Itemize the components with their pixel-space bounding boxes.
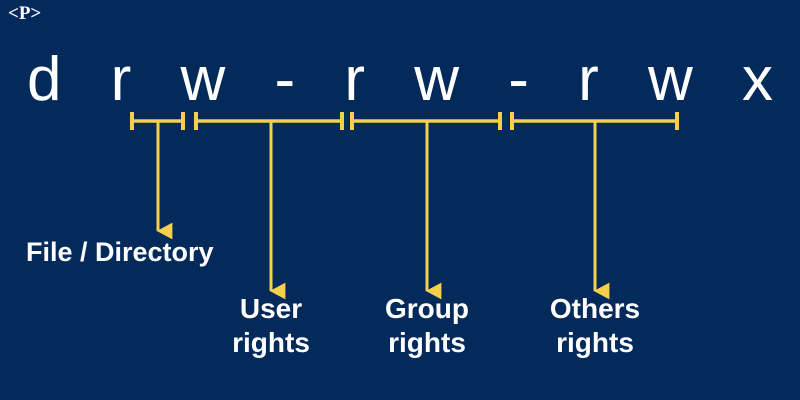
watermark-logo: <P> (8, 3, 42, 24)
permission-string: d r w - r w - r w x (26, 45, 790, 114)
label-group-rights: Group rights (385, 293, 469, 359)
label-file-directory: File / Directory (26, 237, 214, 267)
label-user-rights: User rights (232, 293, 310, 359)
callout-arrows-group (156, 122, 610, 300)
label-others-rights: Others rights (549, 293, 641, 359)
segment-brackets-group (130, 112, 679, 130)
